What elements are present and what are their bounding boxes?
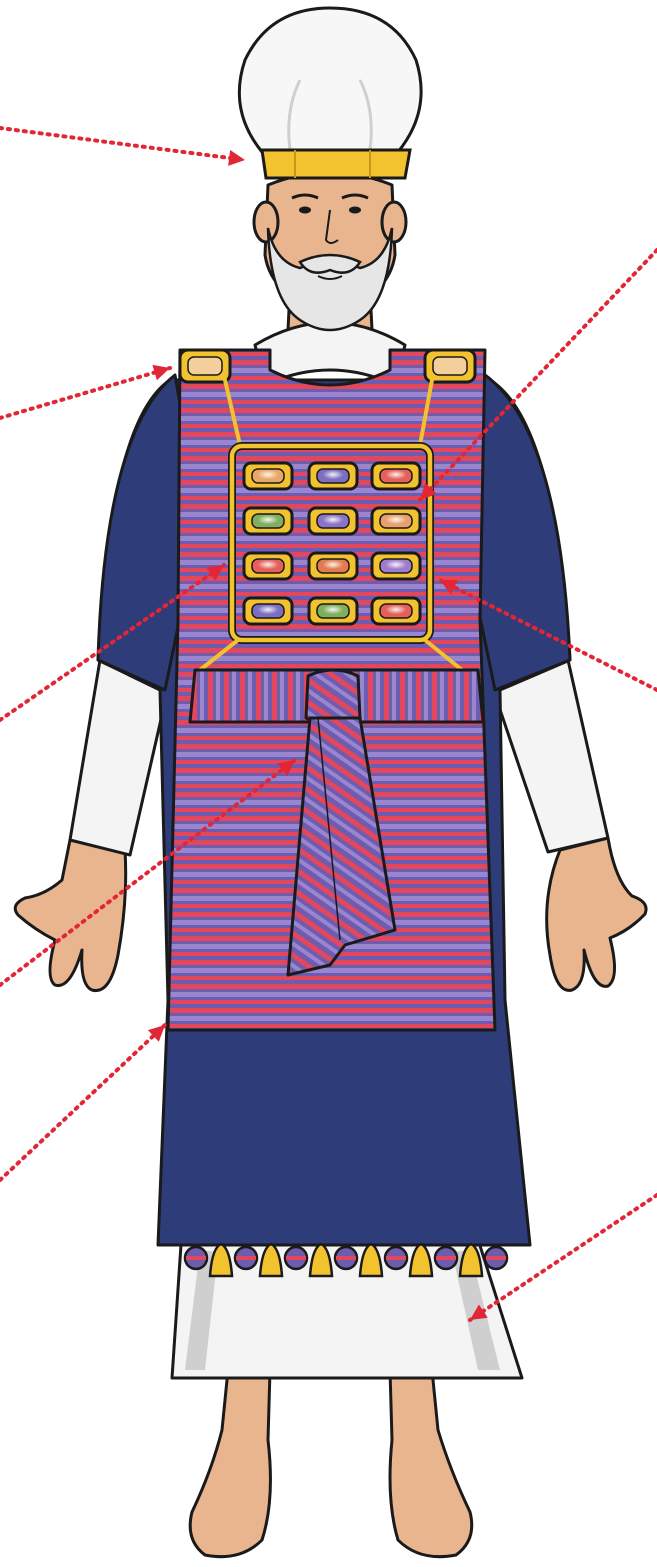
left-tunic-sleeve [70,660,170,855]
gem-r2-c1 [244,508,292,534]
hem-pomegranate-11 [435,1247,457,1269]
gem-r4-c3 [372,598,420,624]
right-eye [349,207,361,214]
right-foot [390,1370,472,1557]
arrowhead [148,1025,165,1042]
gem-r1-c2 [309,463,357,489]
left-foot [190,1370,270,1557]
head [254,173,406,331]
left-ear [254,202,278,242]
gem-r4-c1 [244,598,292,624]
left-hand [15,840,125,991]
gem-r1-c1 [244,463,292,489]
turban-cloth [239,8,421,152]
hem-pomegranate-3 [235,1247,257,1269]
hem-pomegranate-1 [185,1247,207,1269]
gem-r3-c2 [309,553,357,579]
gem-r4-c2 [309,598,357,624]
hem-pomegranate-13 [485,1247,507,1269]
pointer-ephod [0,1025,165,1180]
hem-pomegranate-9 [385,1247,407,1269]
right-ear [382,202,406,242]
feet [190,1370,472,1557]
hem-pomegranate-7 [335,1247,357,1269]
gem-r1-c3 [372,463,420,489]
gem-r2-c3 [372,508,420,534]
gem-r3-c3 [372,553,420,579]
left-eye [299,207,311,214]
right-hand [547,838,646,990]
right-tunic-sleeve [490,660,608,852]
gem-r2-c2 [309,508,357,534]
turban [239,8,421,178]
turban-gold-plate [262,150,410,178]
hem-pomegranate-5 [285,1247,307,1269]
gem-r3-c1 [244,553,292,579]
arrowhead [228,150,245,166]
pointer-turban-plate [0,128,245,166]
mustache [300,255,360,273]
